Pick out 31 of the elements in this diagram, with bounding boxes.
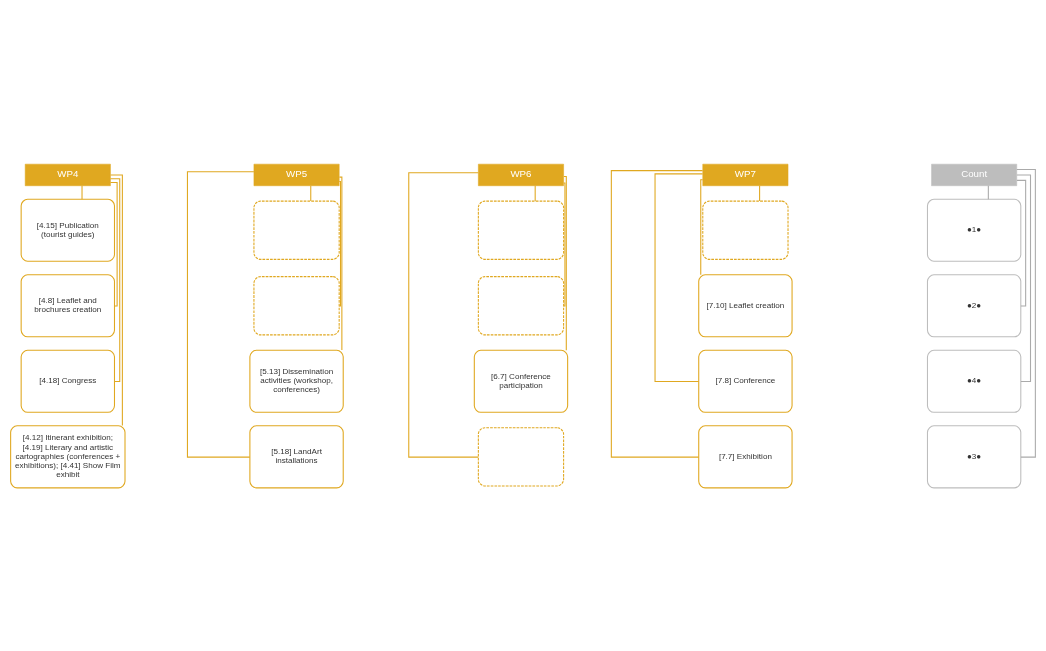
connector	[1016, 173, 1032, 382]
connector	[759, 184, 761, 202]
node-box: WP7	[702, 163, 789, 186]
connector	[563, 182, 566, 307]
connector	[310, 184, 312, 202]
connector	[338, 176, 343, 351]
node-box	[477, 275, 565, 335]
node-box: WP6	[478, 163, 564, 186]
node-box: WP5	[253, 163, 340, 186]
connector	[1016, 179, 1027, 307]
connector	[654, 172, 704, 382]
node-box	[253, 275, 340, 335]
connector	[81, 184, 83, 200]
node-box	[477, 200, 565, 260]
connector	[109, 177, 121, 382]
connector	[534, 184, 536, 202]
connector	[186, 170, 255, 458]
node-box	[253, 200, 340, 260]
node-box: Count	[931, 163, 1017, 186]
connector	[610, 169, 704, 458]
connector	[987, 184, 989, 200]
node-box	[477, 426, 565, 486]
connector	[1016, 168, 1036, 458]
connector	[700, 178, 704, 275]
connector	[408, 171, 479, 458]
connector	[110, 173, 123, 426]
connector	[563, 175, 567, 351]
connector	[109, 181, 118, 307]
node-box: WP4	[24, 163, 111, 186]
connector	[338, 180, 342, 307]
node-box	[702, 200, 789, 260]
